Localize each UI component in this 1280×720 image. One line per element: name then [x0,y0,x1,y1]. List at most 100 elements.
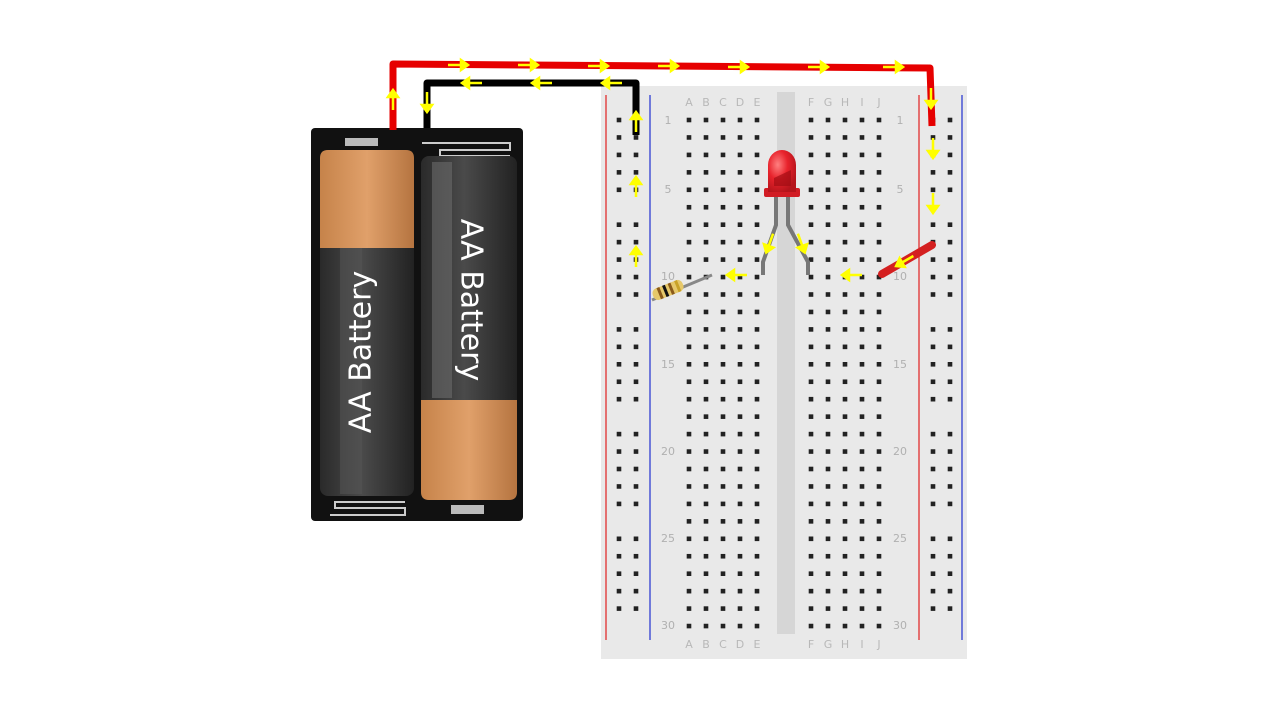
power-rail-hole [616,187,622,193]
breadboard-hole [686,292,692,297]
breadboard-hole [703,362,709,367]
breadboard-hole [737,466,743,472]
row-number-15: 15 [661,358,675,371]
power-rail-hole [616,553,622,559]
breadboard-hole [825,204,831,210]
power-rail-hole [633,327,639,332]
power-rail-hole [930,344,936,350]
breadboard-hole [859,239,865,245]
breadboard-hole [876,501,882,507]
power-rail-hole [633,362,639,367]
power-rail-hole [947,588,953,594]
breadboard-hole [720,484,726,489]
breadboard-hole [825,344,831,350]
power-rail-hole [633,501,639,507]
breadboard-hole [720,117,726,123]
breadboard-hole [808,257,814,262]
breadboard-hole [720,623,726,629]
breadboard-hole [859,536,865,542]
breadboard-hole [825,501,831,507]
breadboard-hole [720,466,726,472]
breadboard-hole [876,623,882,629]
breadboard-hole [720,606,726,611]
breadboard-hole [876,431,882,437]
power-rail-hole [616,170,622,175]
power-rail-hole [616,274,622,280]
breadboard-hole [808,239,814,245]
breadboard-hole [876,588,882,594]
breadboard-hole [842,222,848,227]
breadboard-hole [703,623,709,629]
breadboard-hole [686,135,692,140]
breadboard-hole [842,344,848,350]
row-number-30-right: 30 [893,619,907,632]
breadboard-hole [754,466,760,472]
breadboard-hole [808,623,814,629]
power-rail-hole [616,606,622,611]
battery-cell-left-copper [320,150,414,248]
power-rail-hole [930,327,936,332]
breadboard-hole [754,414,760,419]
breadboard-hole [876,117,882,123]
breadboard-hole [703,519,709,524]
breadboard-hole [720,239,726,245]
current-arrow [894,254,915,269]
breadboard-hole [754,536,760,542]
power-rail-hole [633,292,639,297]
breadboard-hole [737,519,743,524]
current-arrow [628,174,644,197]
breadboard-hole [737,501,743,507]
power-rail-hole [947,396,953,402]
col-letter-g: G [824,96,833,109]
current-arrow [459,75,482,91]
breadboard-hole [686,257,692,262]
power-rail-hole [947,553,953,559]
breadboard-hole [703,414,709,419]
power-rail-hole [930,135,936,140]
breadboard-hole [842,536,848,542]
breadboard-hole [842,588,848,594]
breadboard-hole [754,431,760,437]
breadboard-hole [825,484,831,489]
breadboard-hole [859,309,865,315]
breadboard-hole [754,170,760,175]
breadboard-hole [859,257,865,262]
breadboard-hole [825,170,831,175]
power-rail-hole [616,449,622,454]
col-letter-d: D [736,96,744,109]
breadboard-hole [825,135,831,140]
breadboard-hole [754,204,760,210]
breadboard-hole [842,449,848,454]
breadboard-hole [876,257,882,262]
breadboard-hole [876,519,882,524]
breadboard-hole [808,571,814,576]
col-letter-c: C [719,96,727,109]
breadboard-hole [859,344,865,350]
breadboard-hole [737,553,743,559]
breadboard-hole [686,553,692,559]
breadboard-hole [876,414,882,419]
breadboard-hole [720,170,726,175]
col-letter-a: A [685,96,693,109]
column-letters-bottom: A B C D E F G H I J [685,638,880,651]
breadboard-hole [876,239,882,245]
power-rail-hole [633,466,639,472]
current-arrow [419,92,435,115]
breadboard-hole [754,379,760,385]
breadboard-hole [720,152,726,158]
col-letter-c-bottom: C [719,638,727,651]
breadboard-hole [686,519,692,524]
breadboard-hole [686,414,692,419]
breadboard-hole [720,362,726,367]
breadboard-hole [808,170,814,175]
breadboard-hole [876,135,882,140]
row-number-20-right: 20 [893,445,907,458]
breadboard-hole [686,536,692,542]
breadboard-hole [842,606,848,611]
breadboard-hole [876,309,882,315]
breadboard-hole [825,431,831,437]
col-letter-h: H [841,96,849,109]
row-number-5: 5 [665,183,672,196]
power-rail-hole [947,466,953,472]
